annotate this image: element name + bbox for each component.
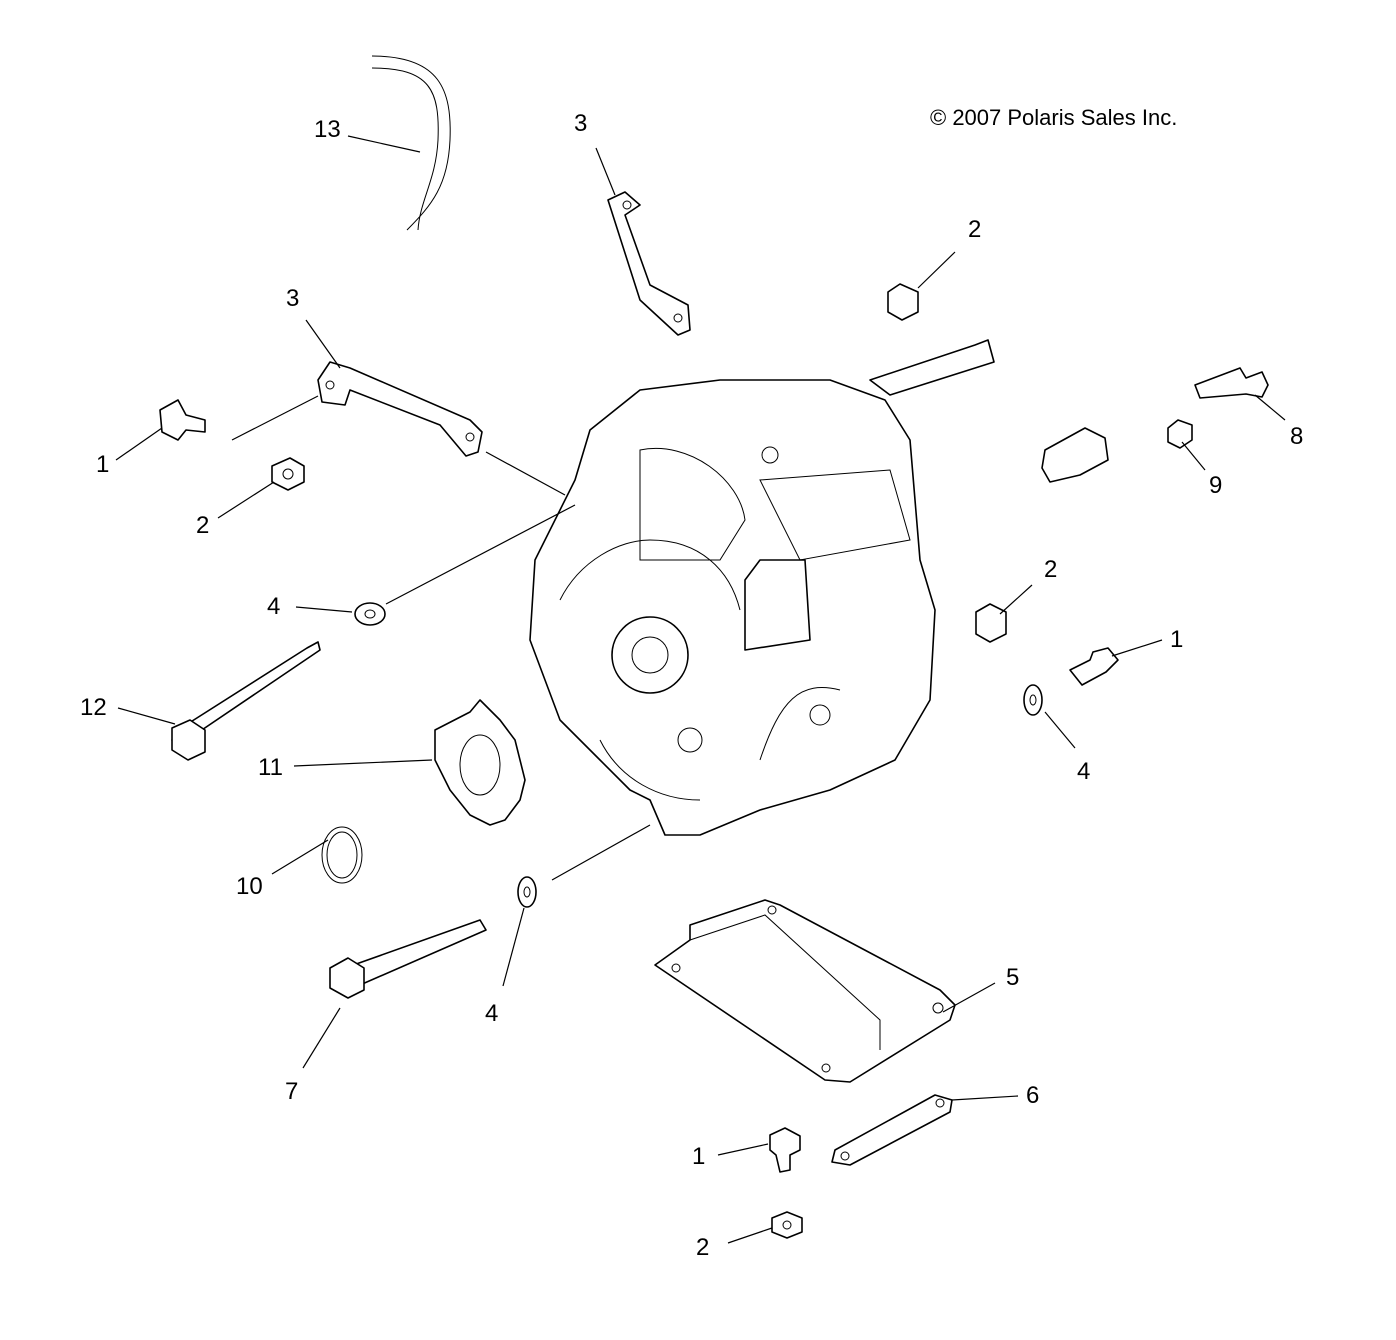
callout-4: 4 [1077, 758, 1090, 785]
callout-4: 4 [485, 1000, 498, 1027]
callout-1: 1 [1170, 626, 1183, 653]
callout-1: 1 [96, 451, 109, 478]
callout-3: 3 [286, 285, 299, 312]
mount-plate-part [654, 899, 956, 1083]
callout-1: 1 [692, 1143, 705, 1170]
callout-10: 10 [236, 873, 263, 900]
callout-9: 9 [1209, 472, 1222, 499]
copyright-text: © 2007 Polaris Sales Inc. [930, 105, 1177, 130]
snap-ring-part [321, 826, 363, 884]
strap-part [831, 1094, 953, 1166]
long-bolts [171, 641, 487, 999]
callout-2: 2 [1044, 556, 1057, 583]
leader-lines [115, 135, 1286, 1244]
callout-2: 2 [696, 1234, 709, 1261]
transmission-part [529, 339, 995, 836]
callout-2: 2 [196, 512, 209, 539]
bracket-left-part [317, 361, 483, 457]
sprocket-part [434, 699, 526, 826]
callout-6: 6 [1026, 1082, 1039, 1109]
callout-3: 3 [574, 110, 587, 137]
callout-13: 13 [314, 116, 341, 143]
bracket-upper-part [607, 191, 691, 336]
callout-11: 11 [258, 754, 283, 781]
callout-8: 8 [1290, 423, 1303, 450]
hose-part [371, 55, 451, 231]
callout-labels: 13 3 2 3 1 2 8 9 2 4 1 12 4 11 10 4 5 7 … [80, 110, 1303, 1261]
callout-7: 7 [285, 1078, 298, 1105]
callout-4: 4 [267, 593, 280, 620]
callout-5: 5 [1006, 964, 1019, 991]
small-hardware [159, 283, 1269, 1239]
callout-2: 2 [968, 216, 981, 243]
callout-12: 12 [80, 694, 107, 721]
